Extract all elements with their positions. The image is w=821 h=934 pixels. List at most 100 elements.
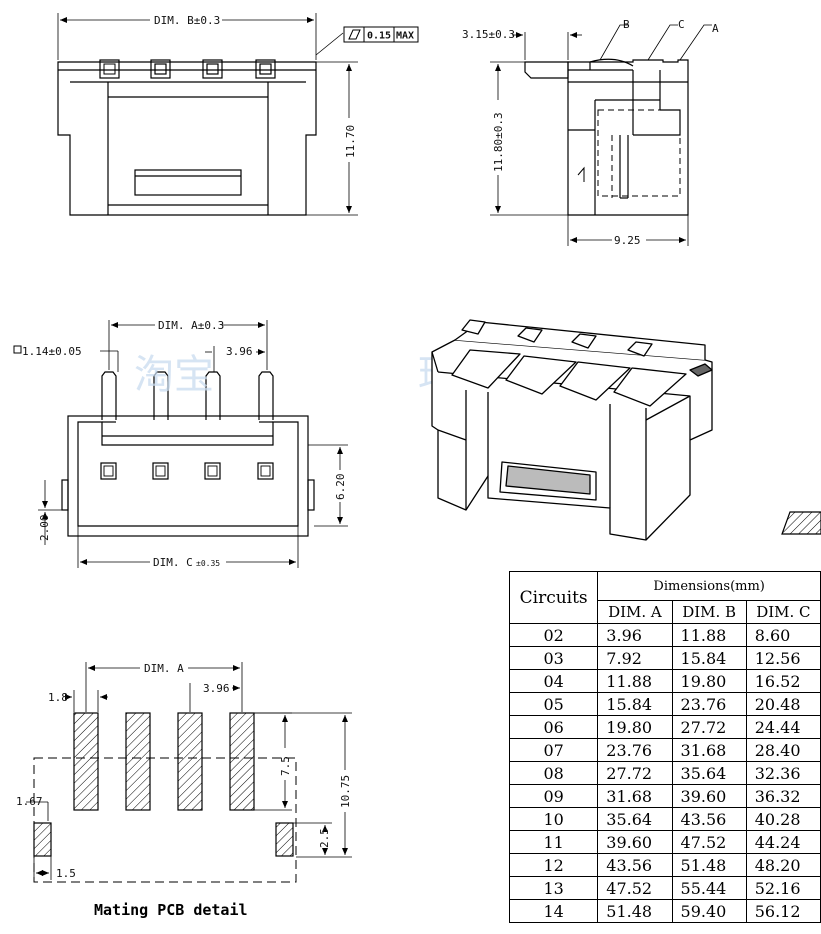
dim-b-cell: 51.48 — [671, 853, 747, 877]
pcb-pitch-label: 3.96 — [203, 682, 230, 695]
front-dim-c-tol: ±0.35 — [196, 559, 220, 568]
dim-b-cell: 59.40 — [671, 899, 747, 923]
front-peg-label: 2.00 — [38, 515, 51, 542]
front-pitch-label: 3.96 — [226, 345, 253, 358]
dim-c-cell: 44.24 — [745, 830, 821, 854]
col-dim-c-header: DIM. C — [745, 600, 821, 624]
dim-b-cell: 15.84 — [671, 646, 747, 670]
dim-b-cell: 27.72 — [671, 715, 747, 739]
dim-a-cell: 19.80 — [597, 715, 673, 739]
flatness-value: 0.15 — [367, 31, 391, 42]
dim-c-cell: 12.56 — [745, 646, 821, 670]
dim-c-cell: 56.12 — [745, 899, 821, 923]
front-view — [38, 320, 348, 568]
circuits-cell: 12 — [508, 853, 599, 877]
pcb-pad-len-label: 7.5 — [279, 756, 292, 776]
dim-c-cell: 40.28 — [745, 807, 821, 831]
dim-a-cell: 27.72 — [597, 761, 673, 785]
col-dim-a-header: DIM. A — [597, 600, 673, 624]
dimensions-header: Dimensions(mm) — [597, 571, 821, 601]
circuits-cell: 13 — [508, 876, 599, 900]
circuits-header: Circuits — [508, 571, 599, 624]
table-subheader-row: DIM. A DIM. B DIM. C — [510, 600, 821, 624]
dim-a-cell: 23.76 — [597, 738, 673, 762]
flatness-max: MAX — [396, 31, 414, 42]
dim-a-cell: 7.92 — [597, 646, 673, 670]
square-icon — [13, 345, 22, 354]
cropped-hatch-mark — [781, 511, 821, 535]
side-label-b: B — [623, 18, 630, 31]
circuits-cell: 06 — [508, 715, 599, 739]
dim-a-cell: 15.84 — [597, 692, 673, 716]
circuits-cell: 02 — [508, 623, 599, 647]
dim-c-cell: 32.36 — [745, 761, 821, 785]
dim-b-cell: 31.68 — [671, 738, 747, 762]
dim-c-cell: 48.20 — [745, 853, 821, 877]
dim-c-cell: 8.60 — [745, 623, 821, 647]
side-view — [490, 24, 712, 246]
dim-c-cell: 52.16 — [745, 876, 821, 900]
dim-b-cell: 35.64 — [671, 761, 747, 785]
pin-square-callout: 1.14±0.05 — [13, 345, 82, 358]
pin-square-label: 1.14±0.05 — [22, 345, 82, 358]
dim-b-cell: 39.60 — [671, 784, 747, 808]
front-height-label: 6.20 — [334, 474, 347, 501]
dim-a-cell: 3.96 — [597, 623, 673, 647]
side-offset-label: 3.15±0.3 — [462, 28, 515, 41]
pcb-footprint — [26, 662, 352, 883]
dim-a-cell: 31.68 — [597, 784, 673, 808]
circuits-cell: 04 — [508, 669, 599, 693]
circuits-cell: 14 — [508, 899, 599, 923]
dim-c-cell: 28.40 — [745, 738, 821, 762]
front-dim-a-label: DIM. A±0.3 — [158, 319, 224, 332]
dim-c-cell: 36.32 — [745, 784, 821, 808]
circuits-cell: 11 — [508, 830, 599, 854]
flatness-icon — [348, 29, 361, 40]
pcb-caption: Mating PCB detail — [94, 901, 248, 919]
pcb-peg-w-label: 1.67 — [16, 795, 43, 808]
dim-a-cell: 51.48 — [597, 899, 673, 923]
side-label-a: A — [712, 22, 719, 35]
isometric-view — [431, 319, 713, 541]
side-height-label: 11.80±0.3 — [492, 112, 505, 172]
dim-c-cell: 20.48 — [745, 692, 821, 716]
dim-a-cell: 47.52 — [597, 876, 673, 900]
circuits-cell: 03 — [508, 646, 599, 670]
dim-b-cell: 47.52 — [671, 830, 747, 854]
dim-b-label: DIM. B±0.3 — [154, 14, 220, 27]
dim-b-cell: 55.44 — [671, 876, 747, 900]
dim-a-cell: 39.60 — [597, 830, 673, 854]
dim-b-cell: 11.88 — [671, 623, 747, 647]
dim-c-cell: 24.44 — [745, 715, 821, 739]
dim-c-cell: 16.52 — [745, 669, 821, 693]
pcb-peg-off-label: 1.5 — [56, 867, 76, 880]
dim-a-cell: 35.64 — [597, 807, 673, 831]
table-header-row: Circuits Dimensions(mm) — [508, 571, 821, 624]
dim-b-cell: 43.56 — [671, 807, 747, 831]
top-height-label: 11.70 — [344, 125, 357, 158]
side-width-label: 9.25 — [614, 234, 641, 247]
top-view — [57, 13, 358, 216]
dim-b-cell: 19.80 — [671, 669, 747, 693]
front-dim-c-label: DIM. C — [153, 556, 193, 569]
flatness-callout: 0.15 MAX — [343, 26, 419, 43]
dim-a-cell: 11.88 — [597, 669, 673, 693]
circuits-cell: 09 — [508, 784, 599, 808]
circuits-cell: 08 — [508, 761, 599, 785]
col-dim-b-header: DIM. B — [671, 600, 747, 624]
pcb-dim-a-label: DIM. A — [144, 662, 184, 675]
dim-b-cell: 23.76 — [671, 692, 747, 716]
